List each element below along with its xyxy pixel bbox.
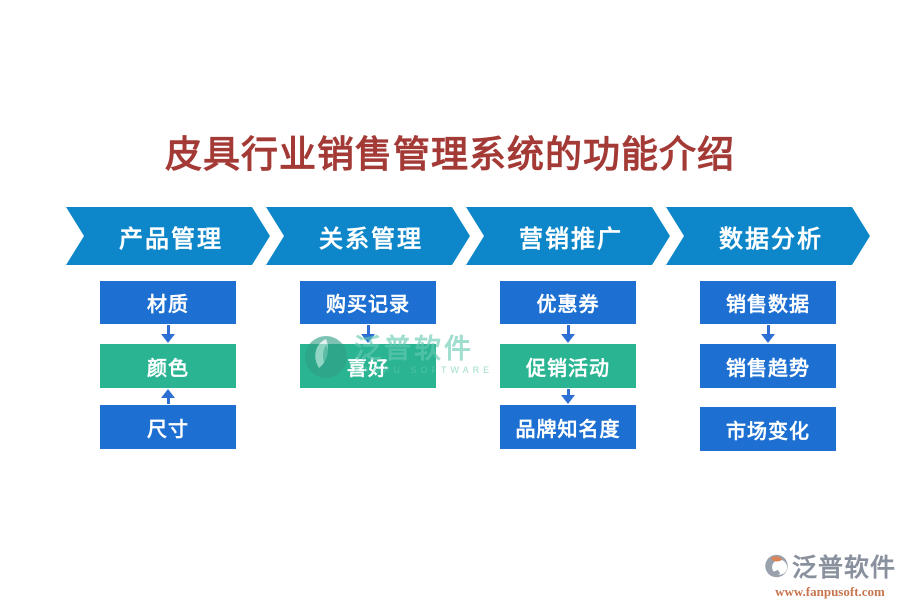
feature-box-coupons: 优惠券: [500, 281, 636, 324]
feature-box-material: 材质: [100, 281, 236, 324]
arrow-down-icon: [100, 325, 236, 343]
process-step-data-analysis: 数据分析: [666, 207, 870, 265]
feature-box-brand-awareness: 品牌知名度: [500, 405, 636, 449]
arrow-down-icon: [500, 325, 636, 343]
process-step-relationship-management: 关系管理: [266, 207, 470, 265]
footer-url[interactable]: www.fanpusoft.com: [775, 584, 885, 599]
footer-brand-block: 泛普软件 www.fanpusoft.com: [764, 548, 896, 600]
process-step-product-management: 产品管理: [66, 207, 270, 265]
arrow-down-icon: [700, 325, 836, 343]
column-data-analysis: 数据分析 销售数据 销售趋势 市场变化: [666, 207, 870, 467]
column-relationship-management: 关系管理 购买记录 喜好: [266, 207, 470, 467]
feature-box-size: 尺寸: [100, 405, 236, 449]
arrow-up-icon: [100, 389, 236, 404]
process-step-label: 关系管理: [319, 225, 423, 253]
column-product-management: 产品管理 材质 颜色 尺寸: [66, 207, 270, 467]
arrow-down-icon: [500, 389, 636, 404]
feature-box-color: 颜色: [100, 344, 236, 388]
process-step-label: 营销推广: [519, 225, 623, 253]
page-title: 皮具行业销售管理系统的功能介绍: [165, 135, 735, 176]
feature-box-market-change: 市场变化: [700, 407, 836, 451]
feature-box-promotions: 促销活动: [500, 344, 636, 388]
feature-box-sales-data: 销售数据: [700, 281, 836, 324]
footer-brand: 泛普软件: [791, 554, 896, 582]
process-step-label: 数据分析: [719, 225, 823, 253]
fanpu-logo-icon: [765, 554, 788, 578]
feature-box-purchase-history: 购买记录: [300, 281, 436, 324]
feature-box-preferences: 喜好: [300, 344, 436, 388]
feature-box-sales-trend: 销售趋势: [700, 344, 836, 388]
arrow-down-icon: [300, 325, 436, 343]
process-step-label: 产品管理: [119, 225, 223, 253]
column-marketing-promotion: 营销推广 优惠券 促销活动 品牌知名度: [466, 207, 670, 467]
process-step-marketing-promotion: 营销推广: [466, 207, 670, 265]
